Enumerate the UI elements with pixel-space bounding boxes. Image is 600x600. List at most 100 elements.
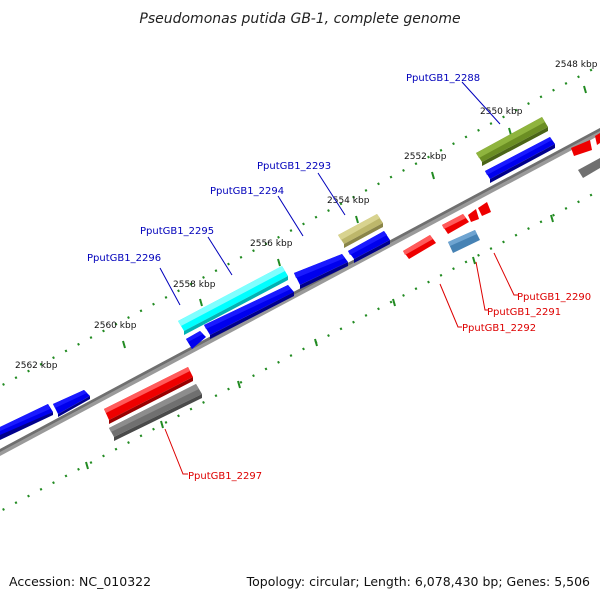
- scale-label-2550: 2550 kbp: [480, 107, 523, 117]
- map-title: Pseudomonas putida GB-1, complete genome: [139, 11, 460, 27]
- gene-feature-grey[interactable]: [578, 158, 600, 178]
- scale-tick-major: [583, 85, 587, 94]
- scale-tick-major: [277, 258, 281, 267]
- gene-feature-blue[interactable]: [348, 231, 390, 263]
- gene-feature-olive[interactable]: [476, 117, 548, 166]
- scale-tick-minor: [302, 222, 305, 226]
- scale-tick-minor: [539, 95, 543, 99]
- scale-tick-minor: [239, 255, 243, 259]
- gene-feature-red[interactable]: [478, 202, 491, 216]
- scale-tick-minor: [427, 155, 430, 159]
- gene-label-2294[interactable]: PputGB1_2294: [210, 186, 284, 197]
- scale-tick-minor: [289, 229, 293, 233]
- scale-tick-minor: [352, 195, 355, 199]
- scale-ticks: [2, 68, 593, 511]
- scale-tick-minor: [552, 88, 555, 92]
- scale-tick-minor: [139, 309, 143, 313]
- gene-label-2288[interactable]: PputGB1_2288: [406, 73, 480, 84]
- scale-tick-minor: [89, 461, 93, 465]
- scale-tick-major: [85, 461, 89, 470]
- connector-2288: [461, 81, 501, 125]
- scale-tick-minor: [464, 135, 468, 139]
- scale-tick-minor: [27, 369, 30, 373]
- scale-label-2562: 2562 kbp: [15, 361, 58, 371]
- scale-tick-minor: [52, 481, 55, 485]
- gene-feature-steelblue[interactable]: [448, 230, 480, 253]
- connector-2295: [207, 236, 233, 276]
- gene-label-2297[interactable]: PputGB1_2297: [188, 471, 262, 482]
- forward-genes: [0, 117, 555, 440]
- scale-tick-minor: [477, 253, 480, 257]
- scale-tick-minor: [114, 322, 118, 326]
- gene-feature-blue[interactable]: [204, 285, 294, 339]
- scale-tick-minor: [152, 302, 155, 306]
- scale-tick-major: [392, 298, 396, 307]
- scale-tick-minor: [452, 267, 455, 271]
- scale-tick-minor: [64, 349, 68, 353]
- scale-tick-minor: [564, 82, 568, 85]
- scale-tick-minor: [189, 407, 193, 411]
- gene-feature-cyan[interactable]: [178, 266, 288, 335]
- gene-feature-red[interactable]: [468, 209, 479, 222]
- scale-tick-minor: [327, 209, 330, 212]
- scale-tick-major: [237, 380, 241, 389]
- gene-feature-blue[interactable]: [53, 390, 90, 417]
- gene-feature-red[interactable]: [571, 140, 592, 156]
- gene-feature-red[interactable]: [104, 367, 193, 424]
- scale-tick-major: [355, 215, 359, 224]
- scale-tick-minor: [364, 189, 368, 192]
- scale-tick-minor: [452, 142, 455, 146]
- scale-tick-minor: [14, 376, 18, 380]
- gene-label-2293[interactable]: PputGB1_2293: [257, 161, 331, 172]
- connector-2292: [439, 283, 462, 328]
- scale-labels: 2548 kbp 2550 kbp 2552 kbp 2554 kbp 2556…: [15, 60, 598, 371]
- scale-tick-minor: [327, 334, 330, 337]
- scale-tick-minor: [377, 182, 380, 186]
- scale-tick-minor: [564, 207, 568, 210]
- gene-feature-blue[interactable]: [0, 404, 53, 440]
- scale-tick-minor: [202, 275, 205, 279]
- scale-tick-minor: [339, 327, 343, 331]
- gene-feature-blue[interactable]: [294, 254, 348, 289]
- scale-tick-minor: [427, 280, 430, 284]
- gene-feature-blue[interactable]: [485, 137, 555, 183]
- scale-tick-minor: [339, 202, 343, 206]
- scale-label-2554: 2554 kbp: [327, 196, 370, 206]
- scale-tick-minor: [514, 233, 518, 237]
- scale-tick-minor: [364, 314, 368, 317]
- scale-tick-minor: [102, 454, 105, 458]
- scale-tick-minor: [164, 421, 168, 424]
- gene-label-2291[interactable]: PputGB1_2291: [487, 307, 561, 318]
- scale-tick-minor: [439, 273, 443, 277]
- scale-tick-minor: [502, 240, 505, 244]
- gene-feature-khaki[interactable]: [338, 214, 383, 248]
- connector-2291: [475, 261, 488, 311]
- scale-tick-minor: [139, 434, 143, 438]
- gene-feature-grey[interactable]: [109, 384, 202, 441]
- scale-tick-major: [160, 420, 164, 429]
- gene-feature-red[interactable]: [403, 235, 436, 259]
- gene-label-2290[interactable]: PputGB1_2290: [517, 292, 591, 303]
- gene-feature-red[interactable]: [595, 133, 600, 145]
- gene-feature-red[interactable]: [442, 214, 469, 234]
- scale-tick-minor: [27, 494, 30, 498]
- scale-tick-minor: [114, 447, 118, 451]
- scale-tick-minor: [102, 329, 105, 333]
- scale-tick-minor: [464, 260, 468, 264]
- scale-tick-minor: [577, 200, 580, 204]
- scale-tick-minor: [527, 227, 530, 230]
- scale-tick-minor: [264, 367, 268, 371]
- scale-tick-minor: [477, 128, 480, 132]
- scale-tick-minor: [127, 316, 130, 319]
- gene-labels: PputGB1_2288 PputGB1_2293 PputGB1_2294 P…: [87, 73, 591, 482]
- scale-tick-minor: [239, 380, 243, 384]
- gene-label-2296[interactable]: PputGB1_2296: [87, 253, 161, 264]
- gene-label-2292[interactable]: PputGB1_2292: [462, 323, 536, 334]
- scale-tick-minor: [402, 168, 405, 172]
- scale-label-2560: 2560 kbp: [94, 321, 137, 331]
- gene-label-2295[interactable]: PputGB1_2295: [140, 226, 214, 237]
- scale-tick-minor: [402, 293, 405, 297]
- scale-tick-major: [508, 127, 512, 136]
- gene-feature-blue[interactable]: [186, 331, 206, 349]
- scale-tick-minor: [89, 336, 93, 340]
